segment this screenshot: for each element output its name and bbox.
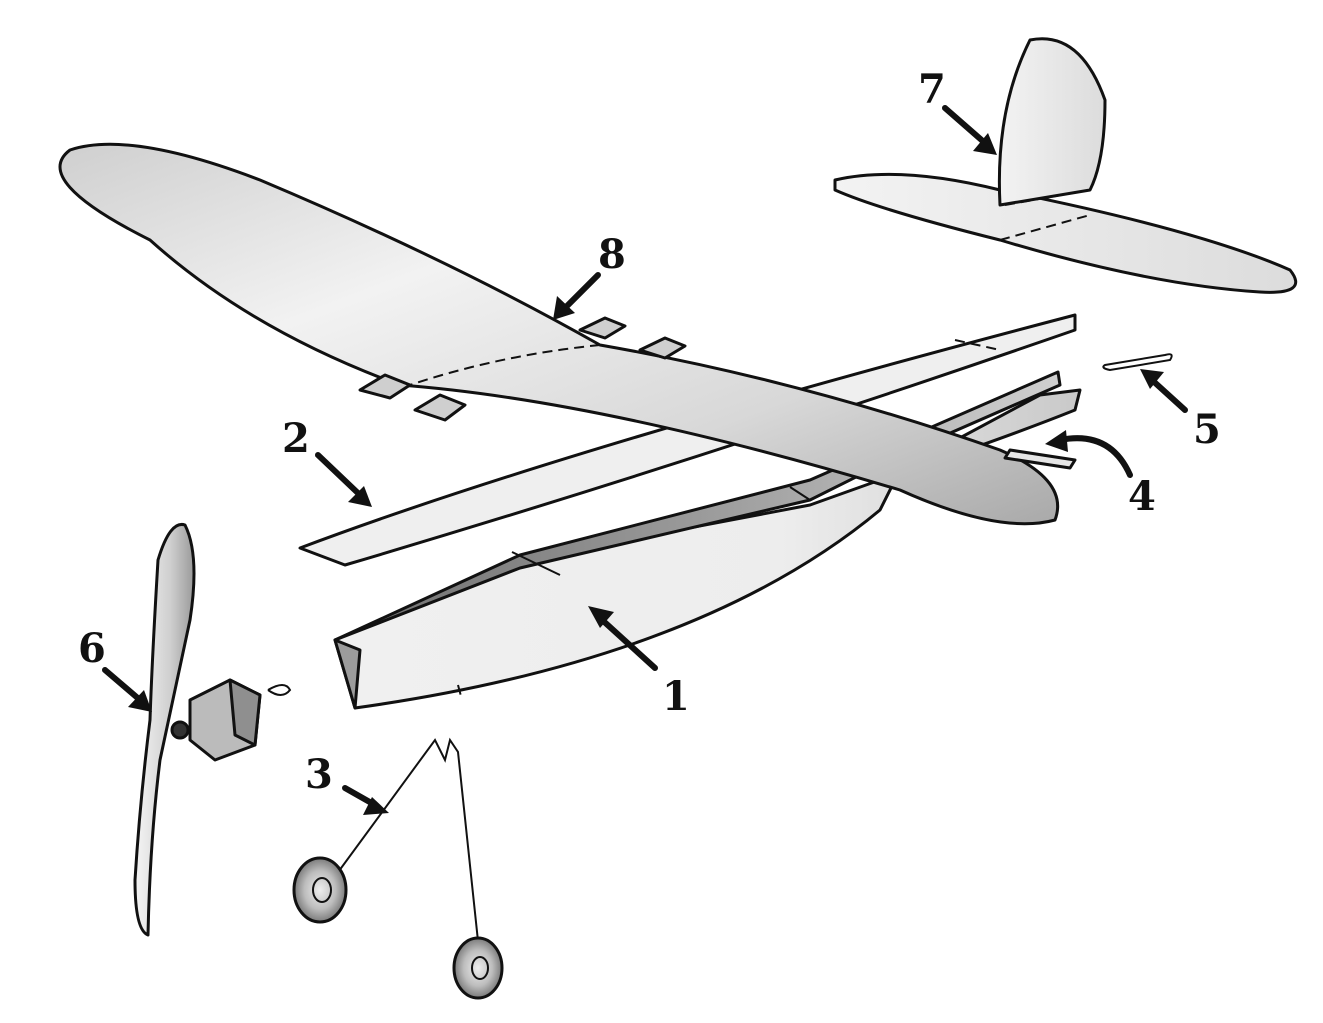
landing-gear <box>292 737 504 1000</box>
motor-stick <box>298 313 1077 567</box>
callout-2: 2 <box>282 415 310 462</box>
callout-5: 5 <box>1193 406 1221 453</box>
nose-block <box>188 678 292 762</box>
callout-6: 6 <box>78 625 106 672</box>
callout-7: 7 <box>918 66 946 113</box>
callout-4: 4 <box>1128 473 1156 520</box>
rear-hook <box>1003 448 1077 470</box>
main-wing <box>58 142 1060 526</box>
callout-labels: 1 2 3 4 5 6 7 8 <box>78 66 1221 798</box>
callout-8: 8 <box>598 231 626 278</box>
fuselage <box>333 370 1082 710</box>
callout-3: 3 <box>305 751 333 798</box>
wheel-right <box>452 936 504 1000</box>
tail-assembly <box>833 37 1298 294</box>
callout-1: 1 <box>662 673 690 720</box>
callout-arrows <box>102 105 1188 815</box>
wheel-left <box>292 856 348 924</box>
rubber-clip <box>1102 353 1173 372</box>
propeller <box>133 522 196 937</box>
